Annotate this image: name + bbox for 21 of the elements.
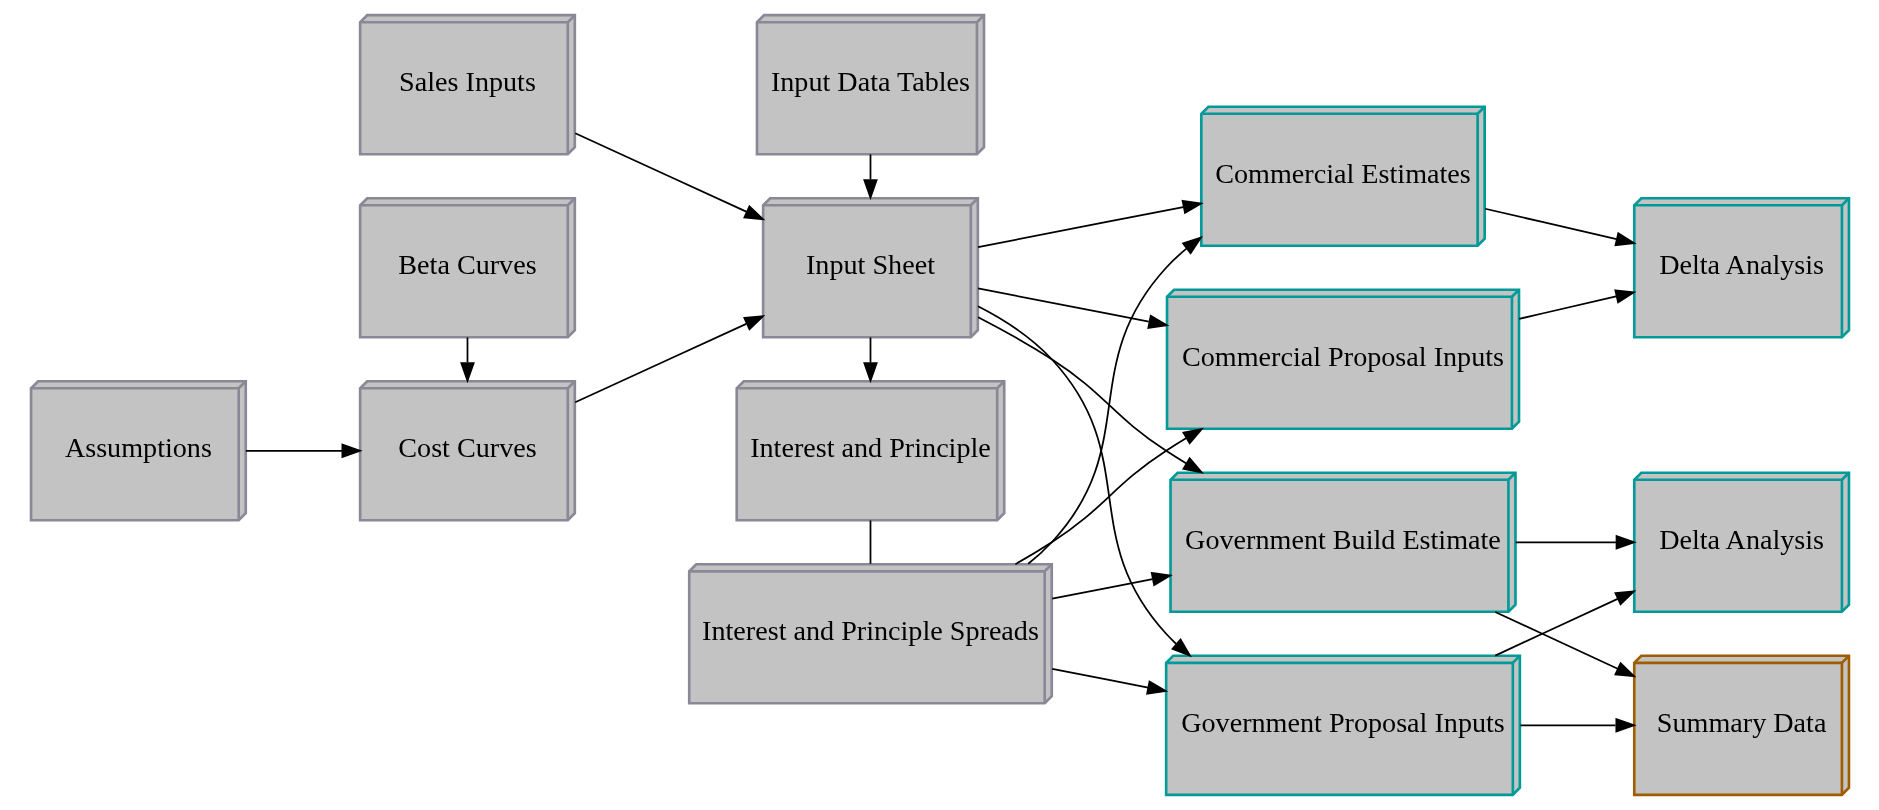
arrow	[862, 153, 878, 201]
arrow	[1013, 427, 1204, 566]
arrow	[1026, 236, 1203, 565]
arrow	[1050, 571, 1173, 600]
arrow	[1493, 611, 1636, 678]
arrow	[862, 336, 878, 384]
arrow	[459, 336, 475, 384]
connector	[869, 519, 871, 565]
arrow	[976, 316, 1204, 474]
arrow	[976, 287, 1169, 329]
arrow	[1483, 207, 1637, 247]
arrow	[976, 199, 1204, 248]
arrow	[1517, 289, 1636, 320]
arrow	[976, 305, 1192, 658]
arrow	[573, 132, 765, 221]
arrow	[1050, 668, 1168, 695]
arrow	[1514, 534, 1637, 550]
arrow	[1518, 717, 1637, 733]
arrow	[573, 315, 765, 404]
arrow	[244, 443, 363, 459]
arrow	[1493, 590, 1636, 657]
